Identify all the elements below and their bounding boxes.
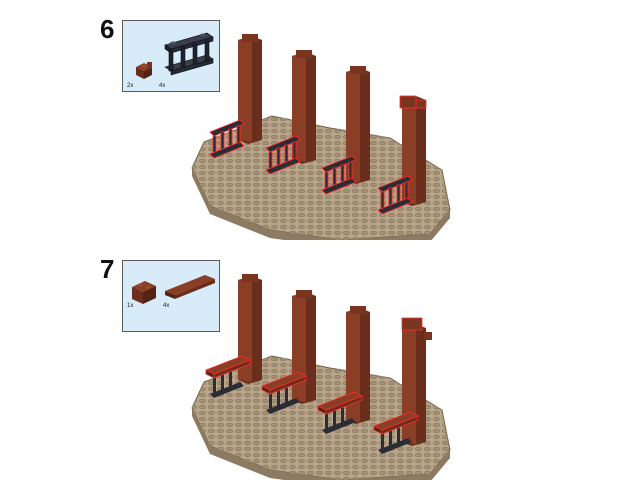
part-quantity: 1x — [127, 303, 134, 309]
pillar — [346, 66, 370, 184]
tile-seat — [205, 355, 251, 379]
build-model-step-7 — [180, 260, 470, 480]
parts-callout: 2x 4x — [122, 20, 220, 92]
model-render — [191, 274, 451, 480]
pillar — [346, 306, 370, 424]
fence — [209, 119, 245, 159]
build-step-7: 7 1x 4x — [0, 240, 640, 480]
part-quantity: 4x — [159, 83, 166, 89]
pillar — [292, 50, 316, 164]
part-quantity: 4x — [163, 303, 170, 309]
brown-bracket-brick-icon — [136, 62, 152, 79]
black-fence-icon — [164, 32, 214, 76]
step-number: 7 — [100, 254, 115, 284]
tile-seat — [373, 411, 419, 435]
pillar — [292, 290, 316, 404]
fence — [321, 155, 357, 195]
fence — [210, 369, 244, 398]
pillar — [399, 95, 427, 206]
parts-callout: 1x 4x — [122, 260, 220, 332]
tile-seat — [261, 371, 307, 395]
tile-seat — [317, 391, 363, 415]
build-model-step-6 — [180, 20, 470, 240]
part-quantity: 2x — [127, 83, 134, 89]
model-render — [191, 34, 451, 240]
fence — [322, 405, 356, 434]
fence — [377, 175, 413, 215]
fence — [378, 425, 412, 454]
fence — [266, 385, 300, 414]
step-number: 6 — [100, 14, 115, 44]
build-step-6: 6 2x 4x — [100, 14, 470, 240]
fence — [265, 135, 301, 175]
brown-tile-1x4-icon — [165, 275, 215, 299]
pillar — [238, 34, 262, 144]
brown-brick-1x2-icon — [132, 281, 156, 304]
